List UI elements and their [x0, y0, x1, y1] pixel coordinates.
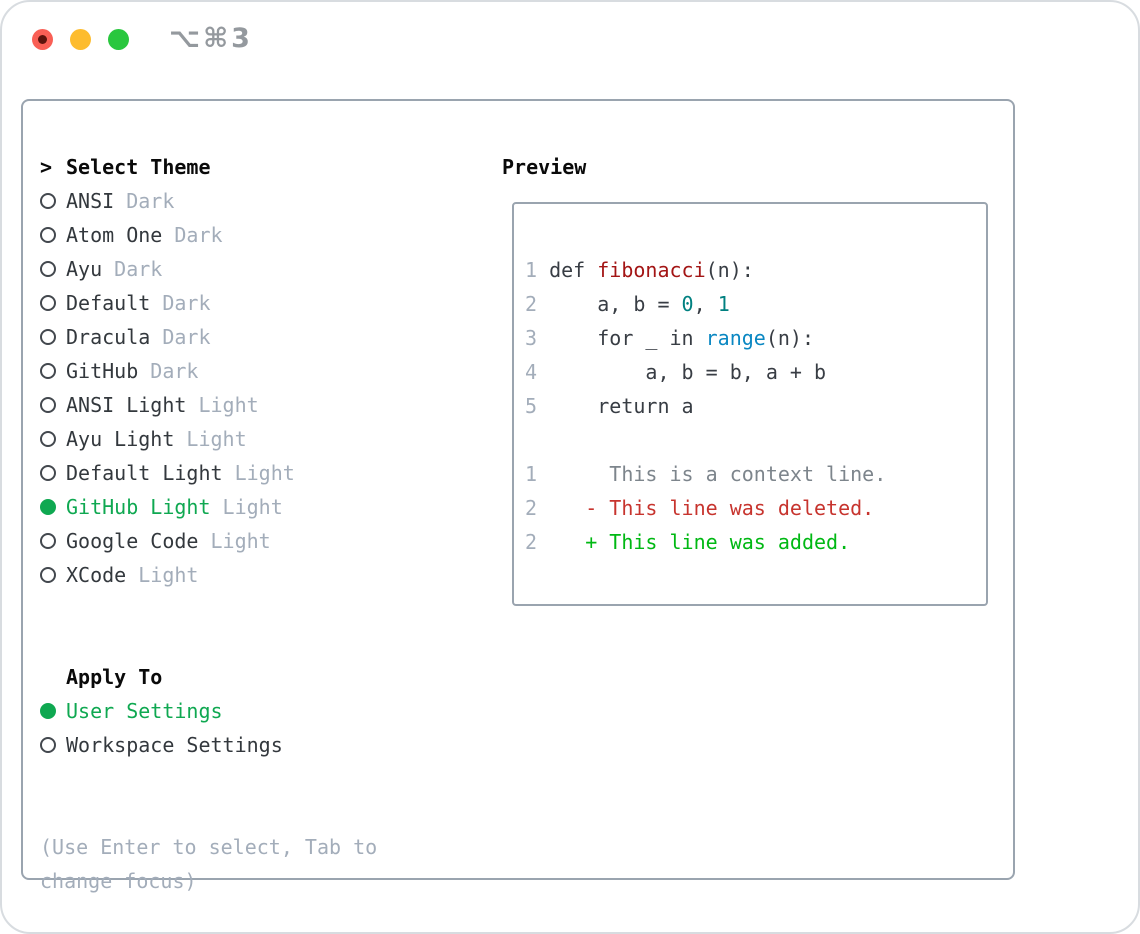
cursor-icon: >: [40, 155, 53, 179]
blank-line: [525, 423, 986, 457]
code-line: 3 for _ in range(n):: [525, 326, 815, 350]
radio-icon: [40, 465, 56, 481]
preview-box: 1 def fibonacci(n): 2 a, b = 0, 1 3 for …: [512, 202, 988, 606]
keyboard-shortcut-label: ⌥⌘3: [169, 23, 253, 54]
apply-to-header: Apply To: [66, 665, 163, 689]
line-number: 4: [525, 360, 538, 384]
radio-icon: [40, 227, 56, 243]
preview-title: Preview: [502, 155, 587, 179]
titlebar: ⌥⌘3: [2, 2, 1138, 76]
apply-option-workspace-settings[interactable]: Workspace Settings: [40, 728, 377, 762]
diff-context-line: 1 This is a context line.: [525, 462, 887, 486]
spacer: [40, 796, 377, 830]
select-theme-title: Select Theme: [66, 155, 211, 179]
radio-icon: [40, 363, 56, 379]
line-number: 2: [525, 292, 538, 316]
radio-icon: [40, 295, 56, 311]
unsaved-dot-icon: [38, 35, 47, 44]
code-line: 4 a, b = b, a + b: [525, 360, 827, 384]
help-text: (Use Enter to select, Tab to change focu…: [40, 830, 377, 898]
code-line: 5 return a: [525, 394, 694, 418]
line-number: 3: [525, 326, 538, 350]
code-line: 2 a, b = 0, 1: [525, 292, 730, 316]
diff-added-line: 2 + This line was added.: [525, 530, 851, 554]
spacer: [40, 592, 377, 626]
line-number: 2: [525, 496, 538, 520]
select-theme-header: > Select Theme: [40, 150, 377, 184]
line-number: 1: [525, 462, 538, 486]
minimize-button[interactable]: [70, 29, 91, 50]
selected-radio-icon: [40, 703, 56, 719]
line-number: 5: [525, 394, 538, 418]
code-line: 1 def fibonacci(n):: [525, 258, 754, 282]
radio-icon: [40, 397, 56, 413]
apply-option-user-settings[interactable]: User Settings: [40, 694, 377, 728]
spacer: [40, 762, 377, 796]
help-text-line-2: change focus): [40, 869, 197, 893]
radio-icon: [40, 261, 56, 277]
radio-icon: [40, 567, 56, 583]
radio-icon: [40, 329, 56, 345]
diff-deleted-line: 2 - This line was deleted.: [525, 496, 875, 520]
code-preview: 1 def fibonacci(n): 2 a, b = 0, 1 3 for …: [525, 253, 986, 559]
radio-icon: [40, 737, 56, 753]
radio-icon: [40, 431, 56, 447]
help-text-line-1: (Use Enter to select, Tab to: [40, 835, 378, 859]
selected-radio-icon: [40, 499, 56, 515]
line-number: 2: [525, 530, 538, 554]
radio-icon: [40, 193, 56, 209]
close-button[interactable]: [32, 29, 53, 50]
zoom-button[interactable]: [108, 29, 129, 50]
spacer: [40, 626, 377, 660]
radio-icon: [40, 533, 56, 549]
line-number: 1: [525, 258, 538, 282]
